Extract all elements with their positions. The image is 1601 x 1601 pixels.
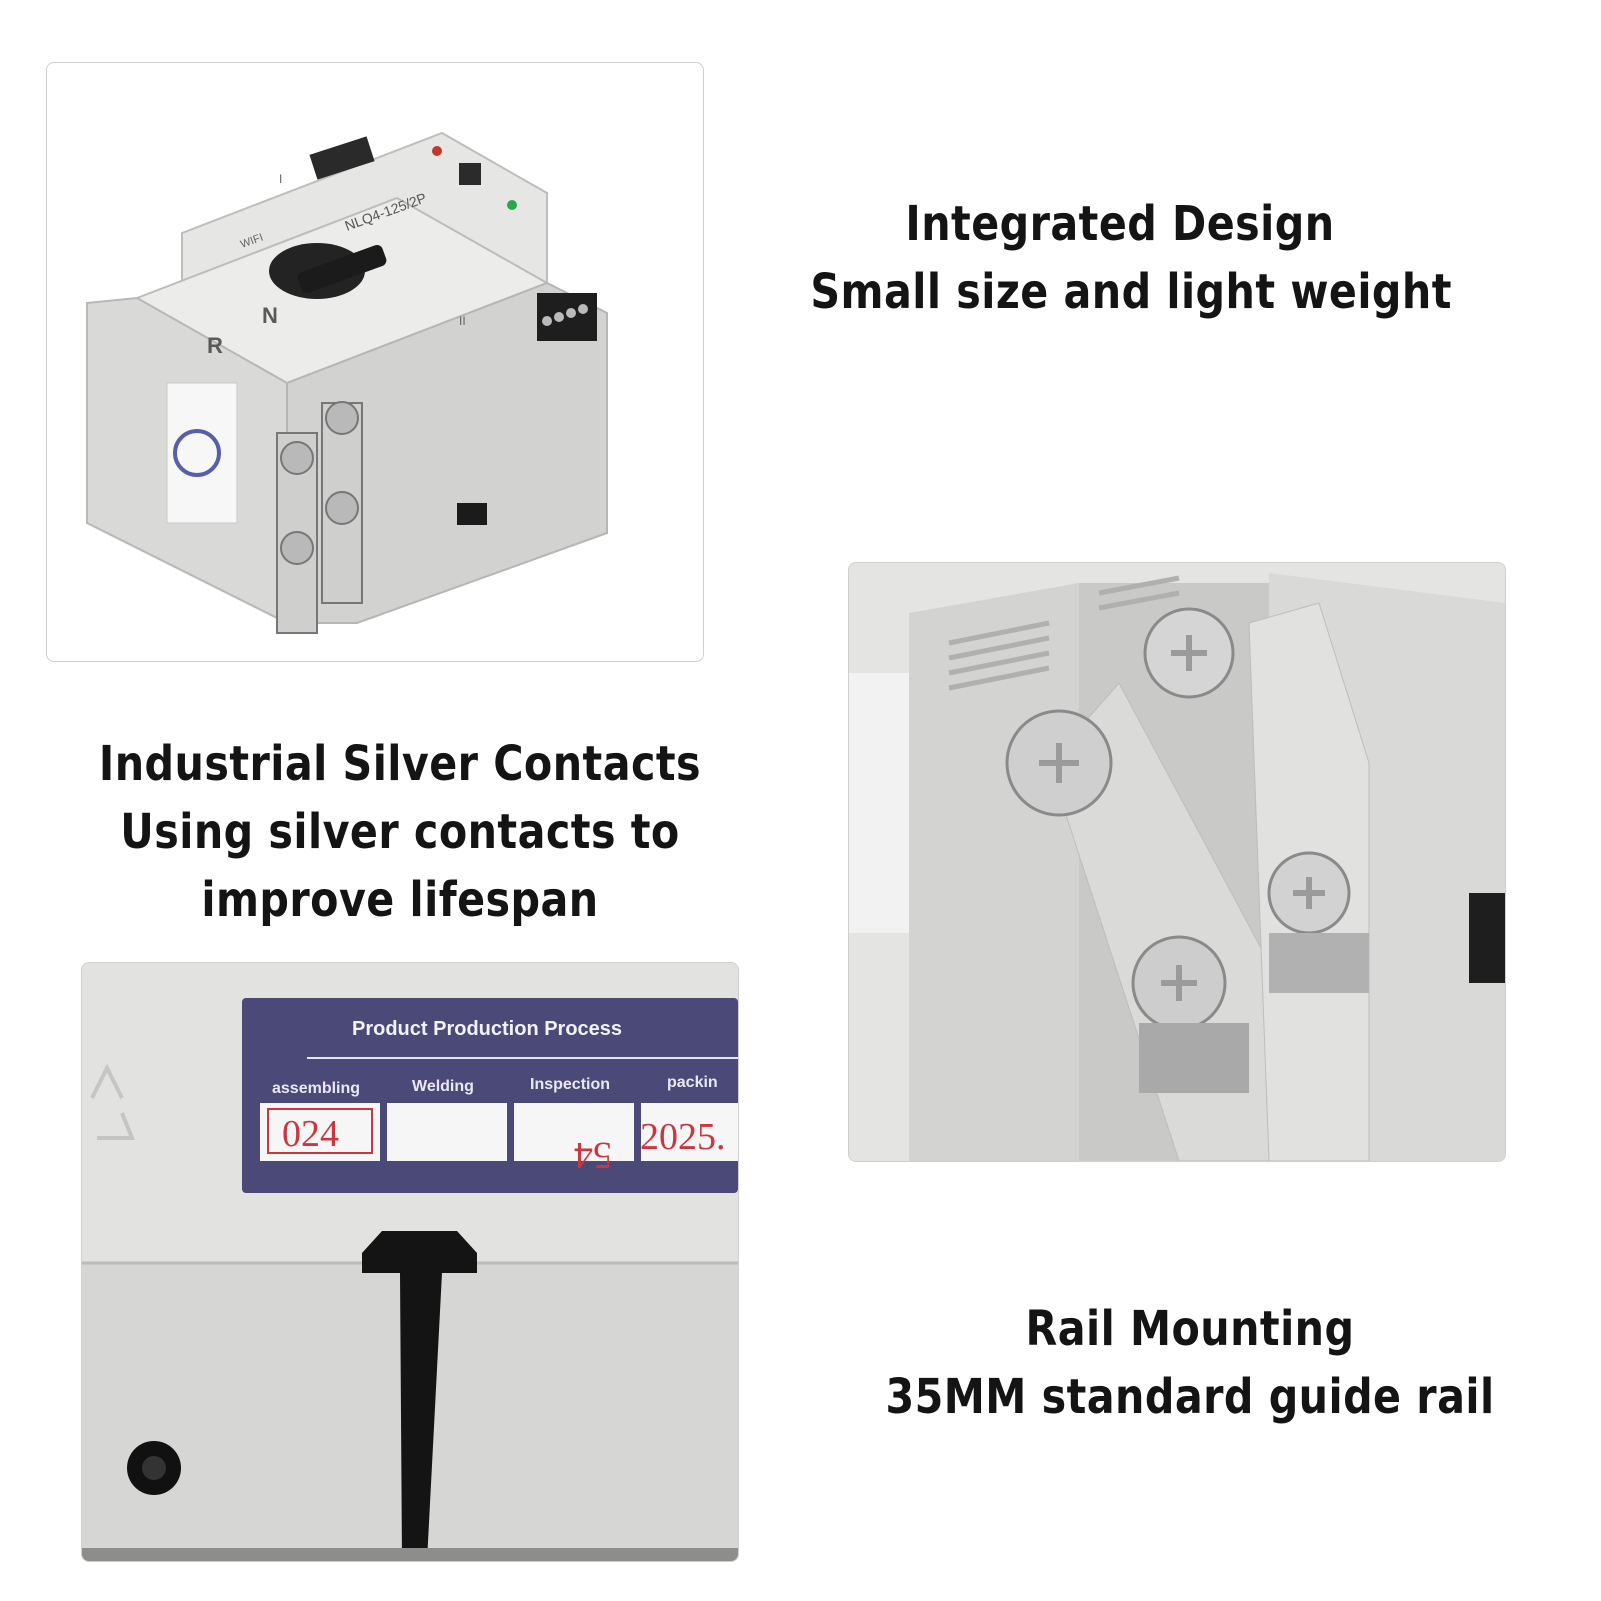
- silver-contacts-title: Industrial Silver Contacts: [98, 736, 702, 792]
- rail-mounting-subtitle: 35MM standard guide rail: [885, 1369, 1495, 1425]
- rail-mounting-title: Rail Mounting: [1025, 1301, 1355, 1357]
- switch-device-illustration: R N NLQ4-125/2P WIFI I II: [86, 131, 608, 634]
- roman-two-label: II: [459, 314, 466, 328]
- col-assembling: assembling: [272, 1080, 360, 1097]
- stamp-inspection: 54: [574, 1134, 612, 1176]
- recycle-icon: [90, 1063, 135, 1140]
- roman-one-label: I: [279, 172, 282, 186]
- integrated-design-title: Integrated Design: [905, 196, 1335, 252]
- silver-contacts-line2: Using silver contacts to: [120, 804, 680, 860]
- stamp-packing: 2025.: [640, 1116, 726, 1158]
- rail-mount-panel: Product Production Process assembling We…: [81, 962, 739, 1562]
- integrated-design-caption: Integrated Design Small size and light w…: [810, 190, 1452, 326]
- product-photo-panel: R N NLQ4-125/2P WIFI I II: [46, 62, 704, 662]
- silver-contacts-caption: Industrial Silver Contacts Using silver …: [90, 730, 709, 934]
- stamp-assembling: 024: [282, 1113, 339, 1155]
- terminals-closeup-panel: [848, 562, 1506, 1162]
- col-inspection: Inspection: [530, 1076, 610, 1093]
- silver-contacts-line3: improve lifespan: [201, 872, 599, 928]
- production-label-title: Product Production Process: [352, 1018, 622, 1040]
- col-packing: packin: [667, 1074, 718, 1091]
- rail-mounting-caption: Rail Mounting 35MM standard guide rail: [880, 1295, 1499, 1431]
- col-welding: Welding: [412, 1078, 474, 1095]
- terminal-r-label: R: [207, 333, 223, 358]
- integrated-design-subtitle: Small size and light weight: [810, 264, 1452, 320]
- screw-terminals-illustration: [849, 563, 1505, 1161]
- rail-clip-illustration: Product Production Process assembling We…: [82, 963, 738, 1561]
- terminal-n-label: N: [262, 303, 278, 328]
